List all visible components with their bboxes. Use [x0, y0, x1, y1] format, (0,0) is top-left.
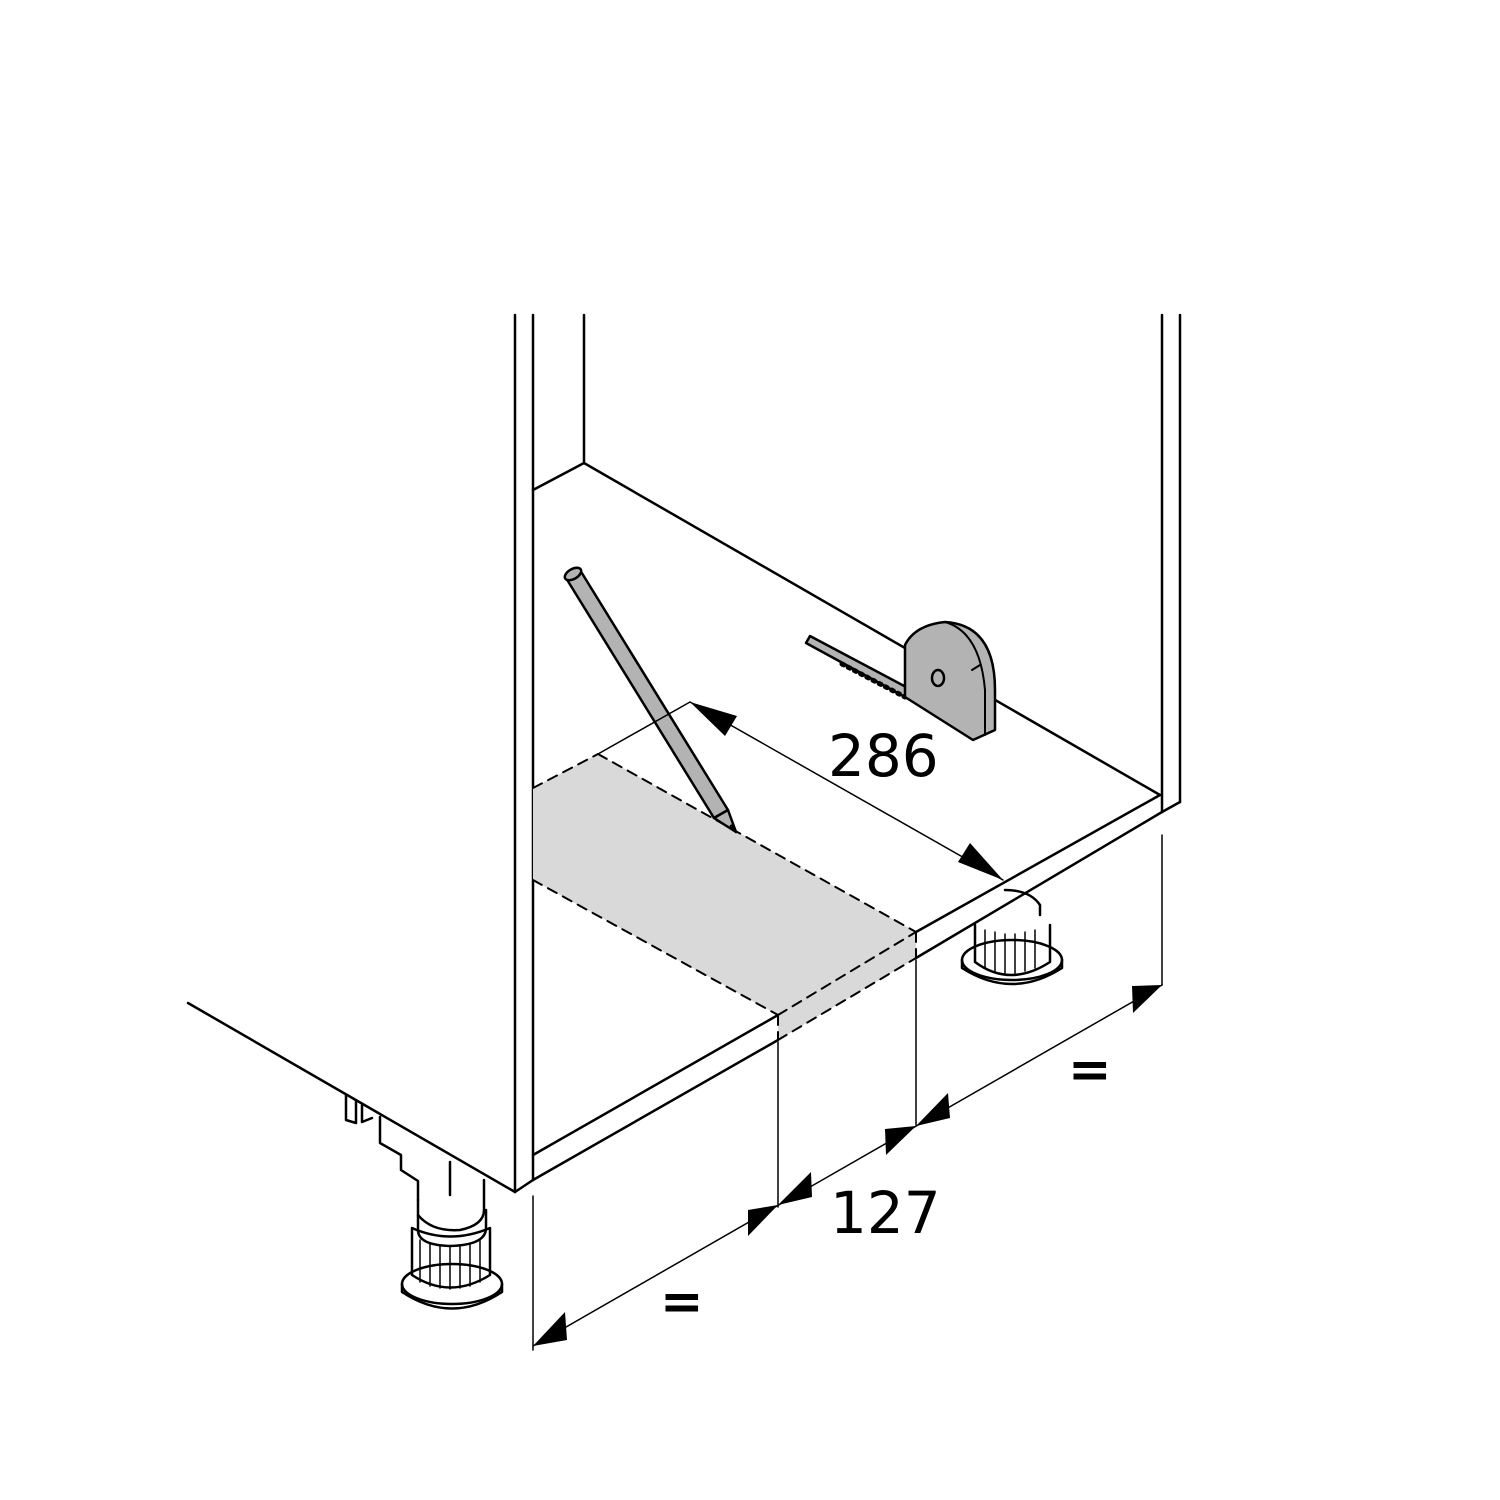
adjustable-leg-right [960, 888, 1064, 986]
cabinet-left-side-panel [186, 313, 535, 1194]
cabinet-bottom-panel [513, 793, 1164, 1194]
dimension-label-equal-right: = [1068, 1040, 1112, 1100]
tape-measure-icon [804, 620, 997, 742]
dimension-label-286: 286 [828, 722, 939, 790]
cabinet-right-side-panel [1160, 313, 1182, 814]
dimension-label-equal-left: = [660, 1272, 704, 1332]
front-dimension-chain [532, 834, 1163, 1351]
cutout-marked-area [532, 753, 917, 1041]
dimension-label-127: 127 [830, 1179, 941, 1247]
pencil-icon [563, 566, 738, 834]
dimension-286 [597, 701, 1004, 881]
adjustable-leg-left [344, 1093, 504, 1310]
cabinet-back-edge [531, 313, 1162, 797]
